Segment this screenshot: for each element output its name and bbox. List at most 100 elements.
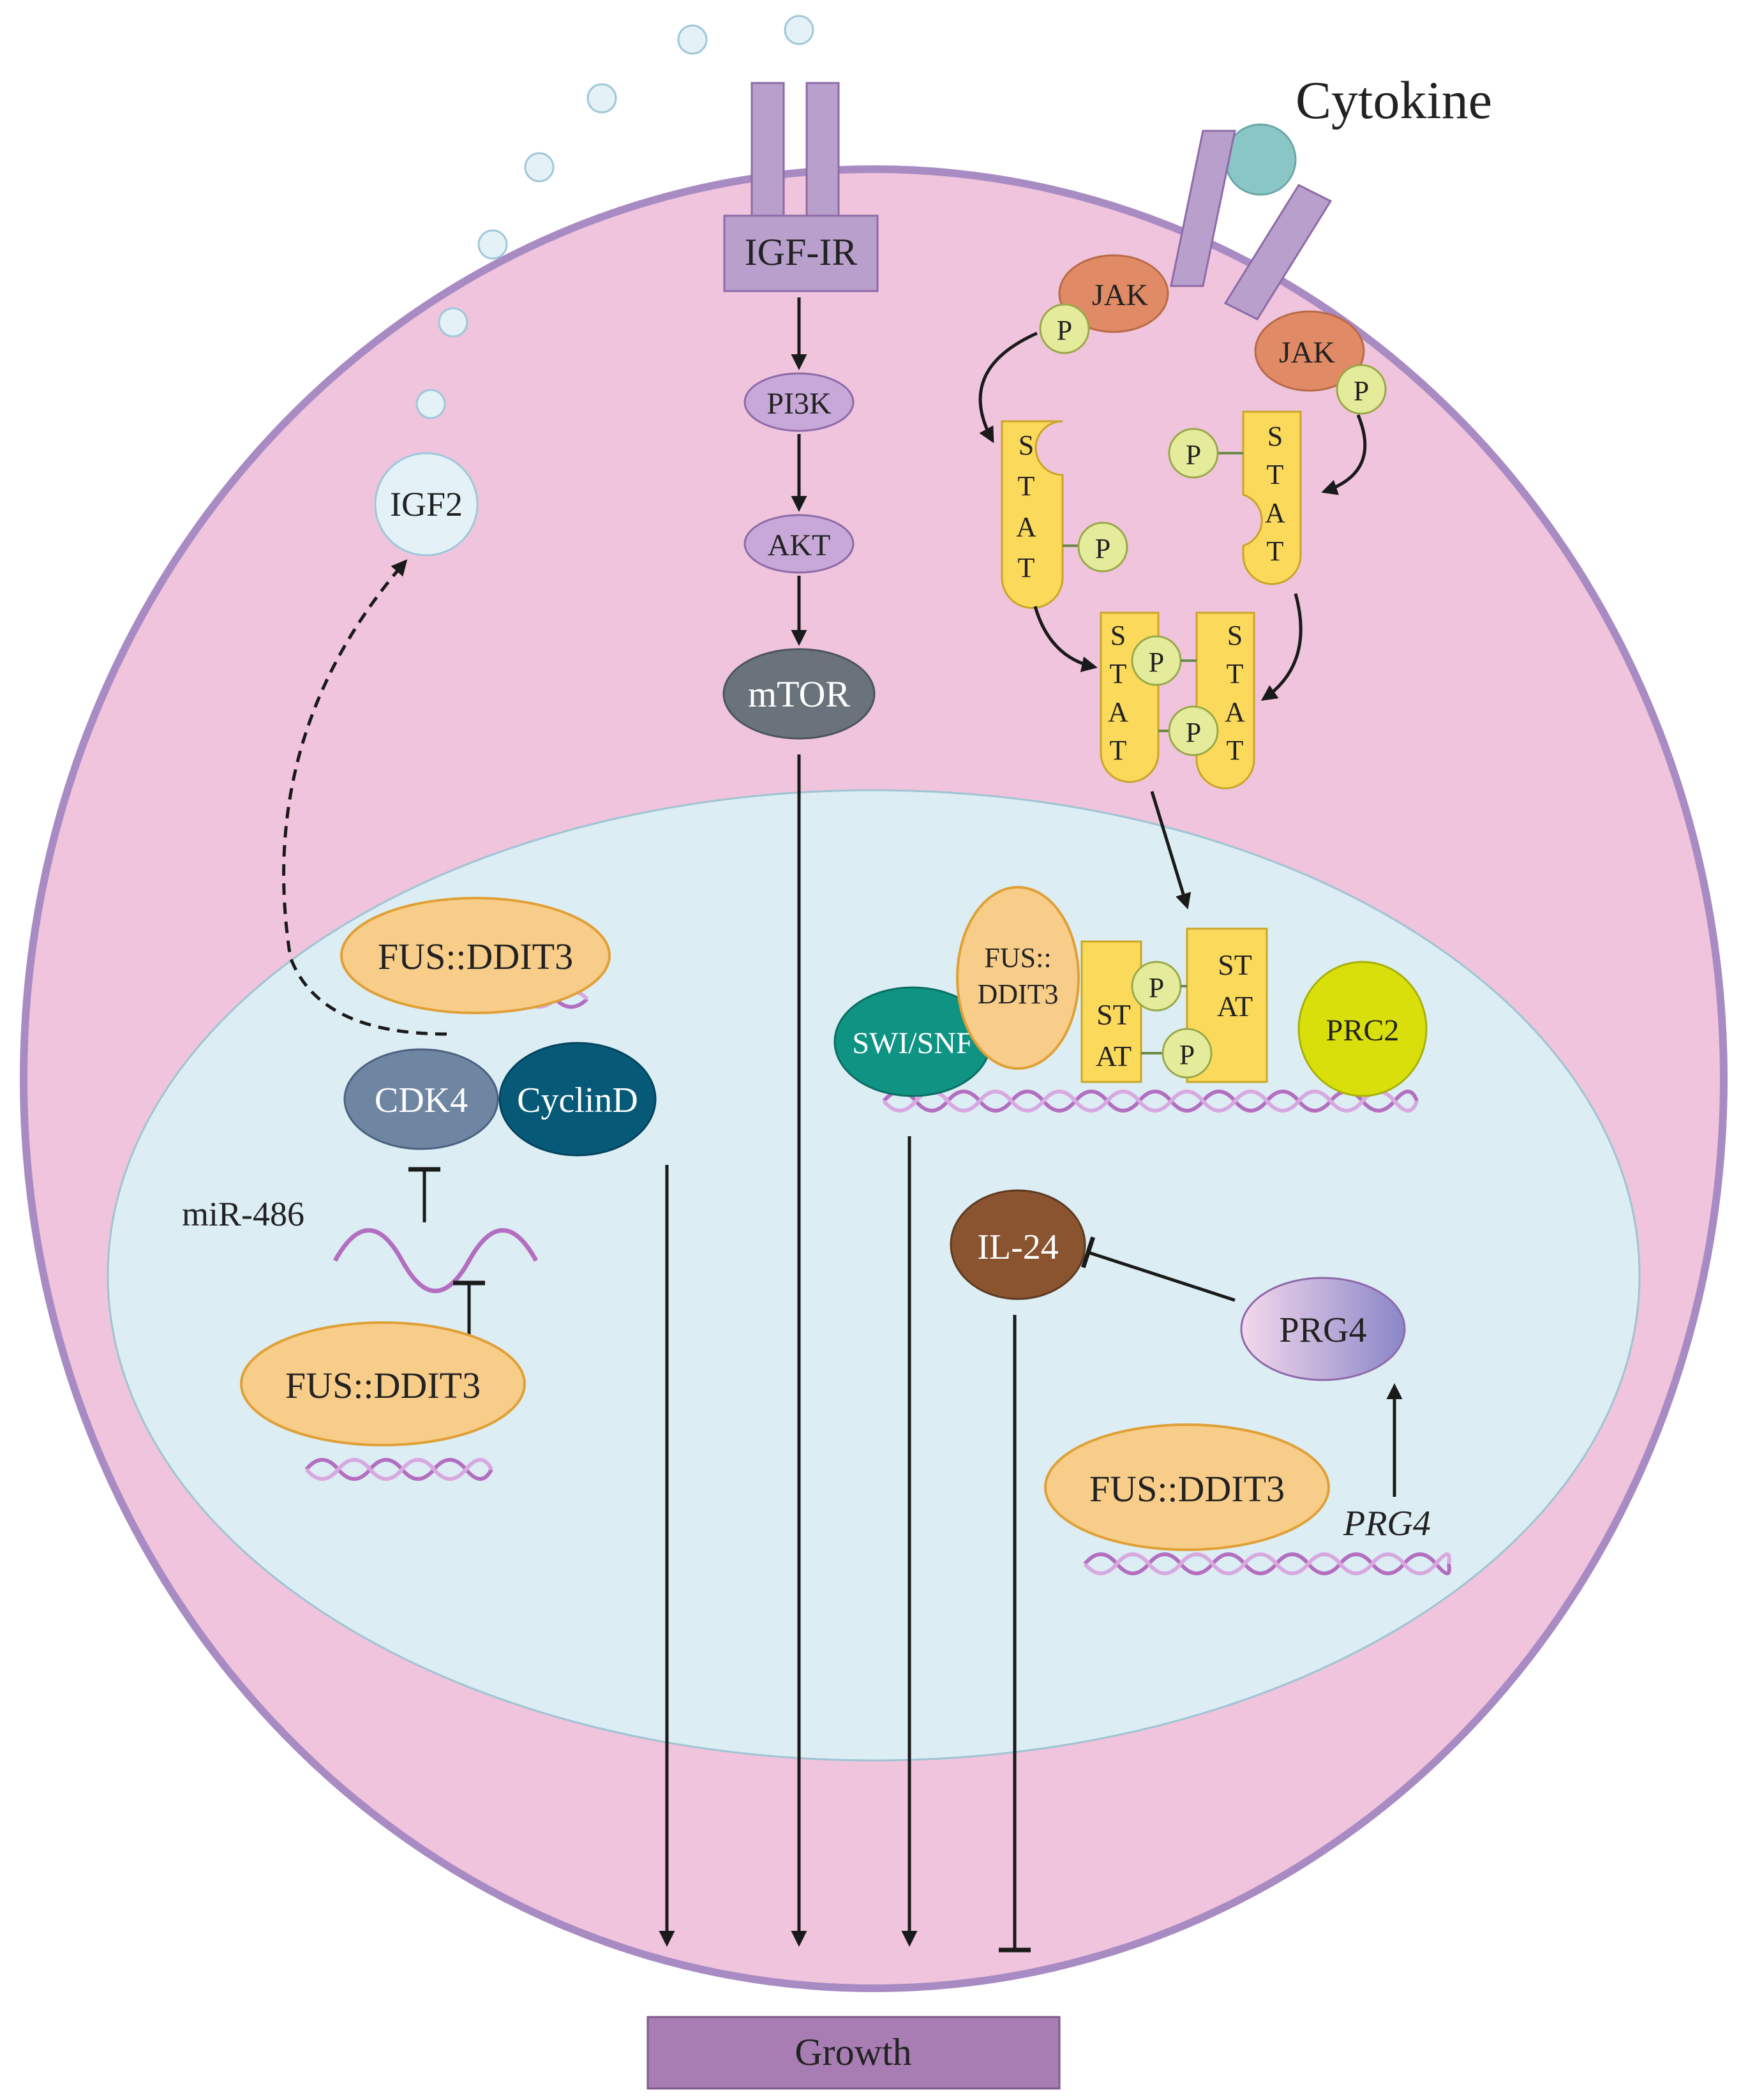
phospho-jak-right: P bbox=[1336, 364, 1387, 415]
nucleus bbox=[107, 789, 1641, 1762]
mir486-rna bbox=[332, 1228, 539, 1293]
fus-ddit3-stat-complex: FUS:: DDIT3 bbox=[956, 886, 1080, 1070]
igf2-dot bbox=[477, 229, 508, 260]
stat-right-t2: T bbox=[1267, 536, 1284, 567]
swi-snf-label: SWI/SNF bbox=[852, 1026, 973, 1060]
prg4-protein-label: PRG4 bbox=[1280, 1310, 1367, 1350]
igf-ir-label: IGF-IR bbox=[745, 231, 858, 273]
dna-strand-2 bbox=[304, 1458, 493, 1481]
igf2-secretion-dots bbox=[415, 15, 814, 419]
svg-text:P: P bbox=[1186, 717, 1201, 748]
prg4-protein-node: PRG4 bbox=[1240, 1277, 1406, 1381]
cyclind-node: CyclinD bbox=[498, 1042, 657, 1157]
fus-ddit3-top-left: FUS::DDIT3 bbox=[340, 897, 611, 1014]
inhibit-prg4-to-il24 bbox=[1080, 1236, 1236, 1302]
svg-text:P: P bbox=[1179, 1039, 1195, 1070]
dimer-right-t2: T bbox=[1227, 735, 1244, 766]
jak-stat-arrows bbox=[978, 331, 1367, 910]
prc2-node: PRC2 bbox=[1297, 961, 1428, 1097]
stat-left-a: A bbox=[1016, 511, 1036, 543]
igf2-dot bbox=[524, 152, 555, 183]
dimer-left-a: A bbox=[1108, 696, 1128, 728]
dimer-right-t1: T bbox=[1227, 658, 1244, 689]
pi3k-node: PI3K bbox=[743, 372, 855, 432]
phospho-dimer-bottom: P bbox=[1168, 705, 1219, 756]
stat-left-t1: T bbox=[1018, 470, 1035, 502]
cdk4-label: CDK4 bbox=[375, 1081, 468, 1120]
phospho-jak-left: P bbox=[1039, 303, 1090, 354]
swi-snf-node: SWI/SNF bbox=[833, 986, 992, 1097]
cytokine-receptor bbox=[1170, 130, 1333, 320]
arrow-stat-left-to-dimer bbox=[1033, 606, 1098, 673]
mir486-label: miR-486 bbox=[182, 1195, 304, 1233]
il24-node: IL-24 bbox=[950, 1189, 1086, 1300]
cytokine-receptor-right bbox=[1223, 184, 1333, 320]
jak-left-label: JAK bbox=[1092, 278, 1148, 312]
fus-ddit3-top-left-label: FUS::DDIT3 bbox=[378, 936, 573, 977]
svg-text:P: P bbox=[1149, 972, 1164, 1003]
cytokine-receptor-left bbox=[1170, 130, 1236, 287]
phospho-dimer-top: P bbox=[1131, 635, 1182, 686]
prc2-label: PRC2 bbox=[1326, 1014, 1400, 1047]
dimer-left-s: S bbox=[1110, 620, 1126, 651]
pi3k-label: PI3K bbox=[766, 387, 832, 421]
stat-dimer-nucleus: ST AT ST AT P P bbox=[1080, 927, 1268, 1083]
phospho-nuc-bottom: P bbox=[1162, 1028, 1213, 1079]
igf-ir-receptor: IGF-IR bbox=[723, 82, 879, 292]
cytokine-ligand bbox=[1224, 123, 1297, 196]
svg-text:P: P bbox=[1186, 439, 1201, 470]
dimer-left-t1: T bbox=[1110, 658, 1127, 689]
prg4-gene-label: PRG4 bbox=[1343, 1504, 1431, 1543]
dna-strand-3 bbox=[882, 1090, 1419, 1113]
jak-right-label: JAK bbox=[1279, 336, 1335, 370]
igf2-dot bbox=[677, 24, 708, 55]
igf2-label: IGF2 bbox=[390, 485, 463, 523]
stat-right: S T A T bbox=[1242, 410, 1302, 585]
dimer-left-t2: T bbox=[1110, 735, 1127, 766]
nuc-stat-left-at: AT bbox=[1096, 1040, 1132, 1072]
phospho-nuc-top: P bbox=[1131, 961, 1182, 1012]
nuc-stat-right-st: ST bbox=[1218, 949, 1252, 981]
cyclind-label: CyclinD bbox=[517, 1081, 638, 1120]
arrow-stat-right-to-dimer bbox=[1260, 593, 1303, 701]
stat-right-s: S bbox=[1267, 421, 1283, 452]
dna-strand-4 bbox=[1083, 1552, 1451, 1575]
phospho-stat-left: P bbox=[1077, 521, 1128, 573]
fus-ddit3-line1: FUS:: bbox=[984, 942, 1051, 973]
akt-label: AKT bbox=[768, 529, 831, 562]
igf2-dot bbox=[586, 83, 617, 114]
nuc-stat-right-at: AT bbox=[1217, 990, 1253, 1023]
fus-ddit3-bottom-right-label: FUS::DDIT3 bbox=[1089, 1468, 1285, 1510]
svg-text:P: P bbox=[1149, 647, 1164, 678]
igf2-dot bbox=[438, 307, 468, 338]
svg-text:P: P bbox=[1095, 533, 1110, 564]
fus-ddit3-bottom-left: FUS::DDIT3 bbox=[240, 1321, 526, 1446]
igf-ir-left-chain bbox=[751, 82, 785, 217]
phospho-stat-right: P bbox=[1168, 428, 1219, 479]
arrow-jak-to-stat-right bbox=[1321, 414, 1367, 495]
jak-right: JAK bbox=[1254, 310, 1365, 392]
dashed-arrow-to-igf2 bbox=[282, 559, 447, 1036]
stat-left-s: S bbox=[1019, 430, 1034, 461]
jak-left: JAK bbox=[1058, 254, 1169, 333]
growth-label: Growth bbox=[795, 2031, 911, 2073]
akt-node: AKT bbox=[743, 514, 855, 574]
igf2-dot bbox=[784, 15, 814, 45]
il24-label: IL-24 bbox=[977, 1227, 1059, 1267]
dimer-right-a: A bbox=[1225, 696, 1245, 728]
cytokine-label: Cytokine bbox=[1296, 71, 1492, 130]
fus-ddit3-line2: DDIT3 bbox=[977, 979, 1058, 1010]
mtor-label: mTOR bbox=[748, 673, 850, 715]
arrow-jak-to-stat-left bbox=[978, 331, 1038, 444]
igf-ir-box bbox=[723, 214, 879, 292]
growth-arrows bbox=[659, 754, 1031, 1953]
cdk4-node: CDK4 bbox=[343, 1048, 499, 1150]
igf-ir-right-chain bbox=[805, 82, 840, 217]
igf2-node: IGF2 bbox=[374, 452, 479, 557]
growth-box: Growth bbox=[646, 2016, 1061, 2090]
stat-right-t1: T bbox=[1267, 459, 1284, 490]
stat-left: S T A T bbox=[1001, 420, 1064, 609]
fus-ddit3-bottom-right: FUS::DDIT3 bbox=[1044, 1423, 1330, 1551]
dimer-right-s: S bbox=[1227, 620, 1243, 651]
